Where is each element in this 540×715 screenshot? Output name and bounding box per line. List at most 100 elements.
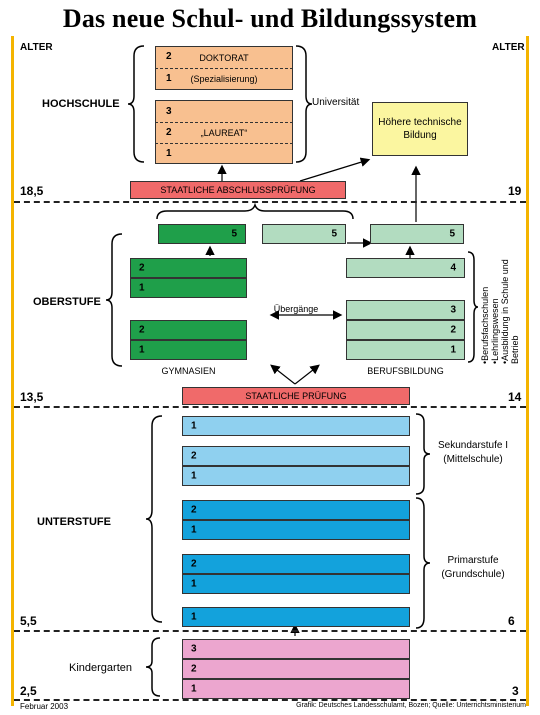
doktorat-divider: [155, 68, 293, 69]
section-oberstufe: OBERSTUFE: [33, 296, 101, 308]
gymnasium-upper-year-2: 2: [139, 262, 145, 274]
doktorat-year-2: 2: [166, 51, 172, 62]
sekundar-year-1-box: 1: [182, 466, 410, 486]
age-2-5: 2,5: [20, 684, 37, 698]
brace-sekundarstufe: [415, 413, 431, 495]
primar-year-1c: 1: [191, 611, 197, 623]
kindergarten-year-1: 1: [191, 683, 197, 695]
laureat-label: „LAUREAT“: [200, 128, 248, 138]
brace-universitaet: [295, 45, 313, 163]
berufsbildung-year-1: 1: [450, 344, 456, 356]
brace-unterstufe: [145, 415, 163, 623]
berufsbildung-label: BERUFSBILDUNG: [367, 366, 444, 376]
section-kindergarten: Kindergarten: [69, 662, 132, 674]
primar-year-2a: 2: [191, 504, 197, 516]
sekundar-year-1-upper-box: 1: [182, 416, 410, 436]
sekundar-year-1-upper: 1: [191, 420, 197, 432]
primar-year-1a: 1: [191, 524, 197, 536]
brace-hochschule: [127, 45, 145, 163]
age-6: 6: [508, 614, 515, 628]
kindergarten-year-2-box: 2: [182, 659, 410, 679]
grundschule-label: (Grundschule): [441, 569, 505, 580]
berufsbildung-year-1-box: 1: [346, 340, 465, 360]
age-label-left: ALTER: [20, 42, 53, 53]
age-3: 3: [512, 684, 519, 698]
staatliche-pruefung-label: STAATLICHE PRÜFUNG: [245, 391, 347, 401]
page-title: Das neue Schul- und Bildungssystem: [62, 4, 478, 33]
doktorat-year-1: 1: [166, 73, 172, 84]
brace-kindergarten: [145, 637, 161, 697]
gymnasium-year-5-box: 5: [158, 224, 246, 244]
berufsbildung-year-4: 4: [450, 262, 456, 274]
primar-year-1b: 1: [191, 578, 197, 590]
abschlusspruefung-label: STAATLICHE ABSCHLUSSPRÜFUNG: [160, 185, 316, 195]
spezialisierung-label: (Spezialisierung): [190, 74, 258, 84]
sekundar-year-2: 2: [191, 450, 197, 462]
mittelschule-label: (Mittelschule): [443, 454, 503, 465]
laureat-year-1: 1: [166, 148, 172, 159]
gymnasium-lower-year-1: 1: [139, 344, 145, 356]
gymnasien-label: GYMNASIEN: [161, 366, 216, 376]
age-line-18-5: [14, 201, 526, 203]
primar-year-2a-box: 2: [182, 500, 410, 520]
age-line-13-5: [14, 406, 526, 408]
gymnasium-upper-year-1: 1: [139, 282, 145, 294]
kindergarten-year-3-box: 3: [182, 639, 410, 659]
age-14: 14: [508, 390, 522, 404]
mixed-year-5-box: 5: [262, 224, 346, 244]
primar-year-1c-box: 1: [182, 607, 410, 627]
footer-credit: Grafik: Deutsches Landesschulamt, Bozen;…: [296, 702, 526, 709]
brace-primarstufe: [415, 497, 431, 629]
gymnasium-lower-year-2-box: 2: [130, 320, 247, 340]
brace-berufsbildung: [467, 251, 479, 363]
sekundar-year-1: 1: [191, 470, 197, 482]
berufsbildung-year-4-box: 4: [346, 258, 465, 278]
staatliche-pruefung-bar: STAATLICHE PRÜFUNG: [182, 387, 410, 405]
brace-abschluss-oberstufe: [156, 203, 354, 220]
brace-oberstufe: [105, 233, 123, 367]
age-line-2-5: [14, 699, 526, 701]
berufsbildung-year-3-box: 3: [346, 300, 465, 320]
age-18-5: 18,5: [20, 184, 44, 198]
berufsbildung-year-3: 3: [450, 304, 456, 316]
kindergarten-year-1-box: 1: [182, 679, 410, 699]
footer-date: Februar 2003: [20, 702, 69, 711]
gymnasium-upper-year-2-box: 2: [130, 258, 247, 278]
universitaet-label: Universität: [312, 97, 360, 108]
primar-year-1b-box: 1: [182, 574, 410, 594]
berufsbildung-options: •Berufsfachschulen •Lehrlingswesen •Ausb…: [480, 259, 520, 364]
age-label-right: ALTER: [492, 42, 525, 53]
kindergarten-year-2: 2: [191, 663, 197, 675]
berufsbildung-year-2-box: 2: [346, 320, 465, 340]
hoehere-technische-bildung-label: Höhere technische Bildung: [378, 117, 462, 141]
laureat-year-3: 3: [166, 106, 172, 117]
doktorat-label: DOKTORAT: [199, 53, 249, 63]
age-line-5-5: [14, 630, 526, 632]
section-unterstufe: UNTERSTUFE: [37, 516, 111, 528]
gymnasium-lower-year-1-box: 1: [130, 340, 247, 360]
age-19: 19: [508, 184, 522, 198]
mixed-year-5: 5: [331, 228, 337, 240]
primar-year-2b-box: 2: [182, 554, 410, 574]
gymnasium-upper-year-1-box: 1: [130, 278, 247, 298]
berufsbildung-year-2: 2: [450, 324, 456, 336]
age-13-5: 13,5: [20, 390, 44, 404]
kindergarten-year-3: 3: [191, 643, 197, 655]
primar-year-2b: 2: [191, 558, 197, 570]
laureat-divider-1: [155, 122, 293, 123]
primar-year-1a-box: 1: [182, 520, 410, 540]
gymnasium-year-5: 5: [231, 228, 237, 240]
sekundarstufe-label: Sekundarstufe I: [437, 440, 509, 451]
berufsbildung-year-5-box: 5: [370, 224, 464, 244]
page-frame: [11, 36, 529, 706]
age-5-5: 5,5: [20, 614, 37, 628]
abschlusspruefung-bar: STAATLICHE ABSCHLUSSPRÜFUNG: [130, 181, 346, 199]
laureat-box: [155, 100, 293, 164]
gymnasium-lower-year-2: 2: [139, 324, 145, 336]
uebergaenge-label: Übergänge: [273, 304, 319, 314]
laureat-year-2: 2: [166, 127, 172, 138]
hoehere-technische-bildung-box: Höhere technische Bildung: [372, 102, 468, 156]
section-hochschule: HOCHSCHULE: [42, 98, 120, 110]
primarstufe-label: Primarstufe: [447, 555, 499, 566]
